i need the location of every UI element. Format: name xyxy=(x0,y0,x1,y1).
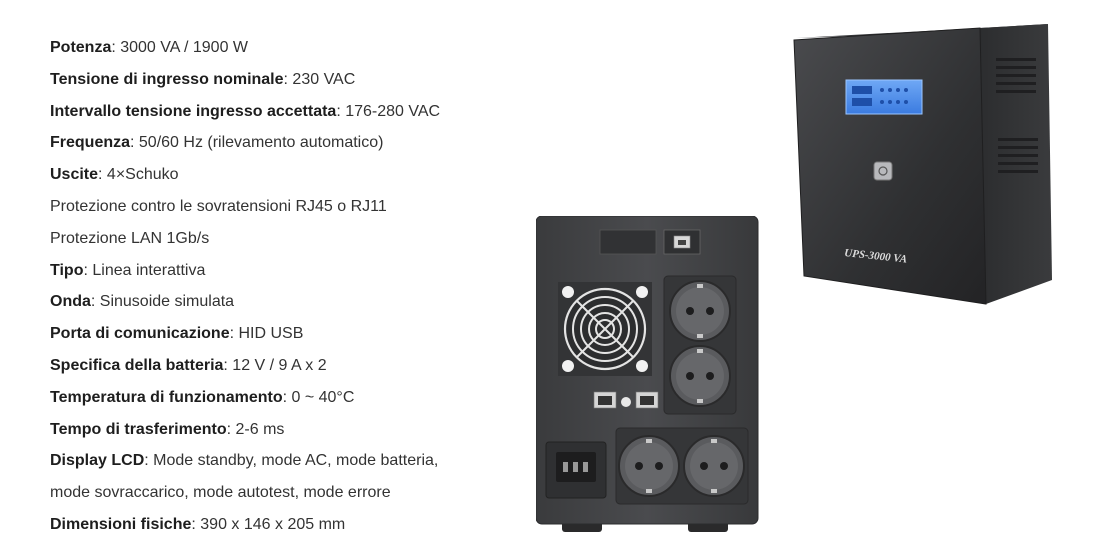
schuko-socket-icon xyxy=(669,280,731,342)
spec-label: Onda xyxy=(50,293,91,311)
spec-row: Potenza: 3000 VA / 1900 W xyxy=(50,38,520,70)
spec-row: Temperatura di funzionamento: 0 ~ 40°C xyxy=(50,388,520,420)
spec-label: Tensione di ingresso nominale xyxy=(50,70,284,88)
spec-value: Protezione contro le sovratensioni RJ45 … xyxy=(50,197,387,215)
spec-row: Uscite: 4×Schuko xyxy=(50,165,520,197)
spec-label: Display LCD xyxy=(50,452,145,470)
spec-value: : 230 VAC xyxy=(283,70,356,88)
spec-value: : 2-6 ms xyxy=(226,420,285,438)
spec-label: Temperatura di funzionamento xyxy=(50,388,283,406)
spec-value: Protezione LAN 1Gb/s xyxy=(50,229,210,247)
spec-row: Onda: Sinusoide simulata xyxy=(50,292,520,324)
spec-row: Tensione di ingresso nominale: 230 VAC xyxy=(50,70,520,102)
spec-value: : Sinusoide simulata xyxy=(90,293,235,311)
usb-port-icon xyxy=(663,229,701,255)
spec-row: Porta di comunicazione: HID USB xyxy=(50,324,520,356)
spec-label: Tipo xyxy=(50,261,84,279)
spec-label: Tempo di trasferimento xyxy=(50,420,227,438)
spec-value: : 3000 VA / 1900 W xyxy=(111,39,249,56)
schuko-socket-icon xyxy=(669,345,731,407)
rj45-port-icon xyxy=(593,391,659,409)
spec-row: Protezione LAN 1Gb/s xyxy=(50,229,520,261)
spec-label: Potenza xyxy=(50,39,112,56)
spec-value: mode sovraccarico, mode autotest, mode e… xyxy=(50,484,391,502)
spec-row: mode sovraccarico, mode autotest, mode e… xyxy=(50,483,520,515)
spec-label: Dimensioni fisiche xyxy=(50,515,192,533)
spec-value: : 50/60 Hz (rilevamento automatico) xyxy=(130,134,384,152)
spec-label: Porta di comunicazione xyxy=(50,325,230,343)
spec-row: Frequenza: 50/60 Hz (rilevamento automat… xyxy=(50,133,520,165)
power-button-icon[interactable] xyxy=(873,161,893,181)
ups-rear-panel-image xyxy=(536,216,759,532)
spec-row: Dimensioni fisiche: 390 x 146 x 205 mm xyxy=(50,515,520,547)
spec-value: : 390 x 146 x 205 mm xyxy=(191,515,346,533)
spec-label: Intervallo tensione ingresso accettata xyxy=(50,102,337,120)
ups-front-image: UPS-3000 VA xyxy=(793,24,1052,305)
iec-inlet-icon xyxy=(545,441,607,499)
spec-value: : Linea interattiva xyxy=(83,261,206,279)
schuko-socket-icon xyxy=(683,435,745,497)
spec-value: : 176-280 VAC xyxy=(336,102,441,120)
spec-row: Display LCD: Mode standby, mode AC, mode… xyxy=(50,451,520,483)
spec-list: Potenza: 3000 VA / 1900 W Tensione di in… xyxy=(50,38,520,547)
spec-row: Protezione contro le sovratensioni RJ45 … xyxy=(50,197,520,229)
lcd-display xyxy=(845,79,923,115)
spec-row: Intervallo tensione ingresso accettata: … xyxy=(50,102,520,134)
schuko-socket-icon xyxy=(618,435,680,497)
spec-row: Tempo di trasferimento: 2-6 ms xyxy=(50,420,520,452)
spec-row: Tipo: Linea interattiva xyxy=(50,261,520,293)
spec-label: Frequenza xyxy=(50,134,131,152)
spec-value: : Mode standby, mode AC, mode batteria, xyxy=(144,452,439,470)
spec-label: Uscite xyxy=(50,166,99,184)
spec-label: Specifica della batteria xyxy=(50,356,224,374)
fan-grille-icon xyxy=(558,282,652,376)
spec-value: : 12 V / 9 A x 2 xyxy=(223,356,327,374)
spec-value: : 0 ~ 40°C xyxy=(282,388,355,406)
spec-value: : 4×Schuko xyxy=(98,166,179,184)
spec-row: Specifica della batteria: 12 V / 9 A x 2 xyxy=(50,356,520,388)
spec-value: : HID USB xyxy=(229,325,304,343)
